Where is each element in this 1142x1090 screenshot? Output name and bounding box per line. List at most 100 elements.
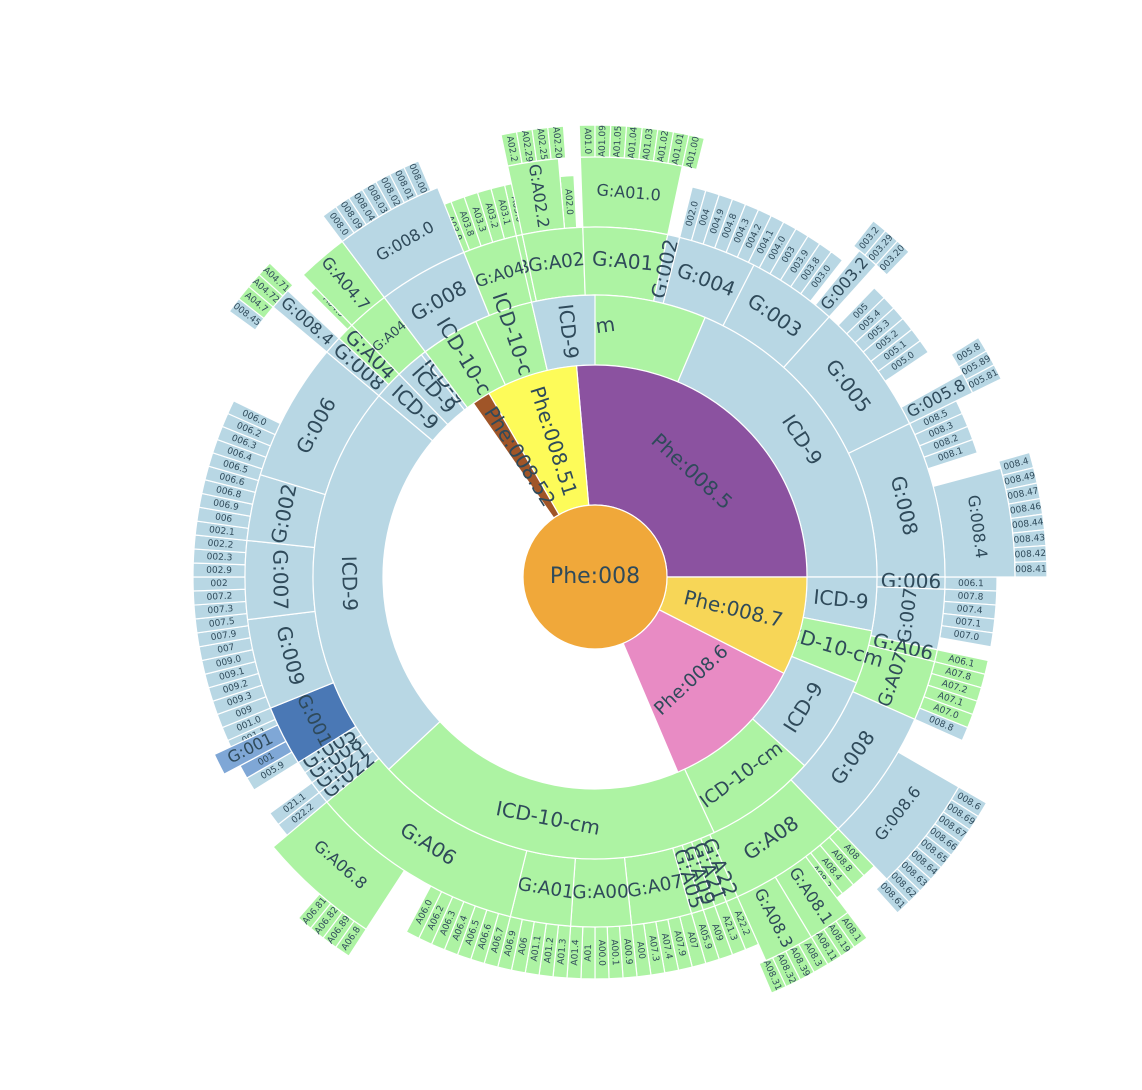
group-segment-g-a08[interactable]: G:A08 xyxy=(708,779,839,898)
code-label-008-44: 008.44 xyxy=(1012,517,1045,531)
code-label-a01-2: A01.2 xyxy=(543,937,556,964)
code-label-008-46: 008.46 xyxy=(1009,502,1042,517)
root-circle[interactable] xyxy=(522,504,668,650)
group-segment-g-007[interactable]: G:007 xyxy=(244,539,316,621)
code-label-002: 002 xyxy=(210,579,227,589)
code-label-006-9: 006.9 xyxy=(212,498,239,513)
phenotype-segment-phe-008-6[interactable]: Phe:008.6 xyxy=(622,608,785,773)
code-label-a02-25: A02.25 xyxy=(534,128,548,161)
code-segment-008-1[interactable]: 008.1 xyxy=(923,438,979,470)
code-segment-a00[interactable]: A00 xyxy=(630,922,652,978)
code-segment-a01-05[interactable]: A01.05 xyxy=(609,124,628,159)
code-label-a01: A01 xyxy=(584,944,594,962)
code-label-002-1: 002.1 xyxy=(208,525,235,538)
code-label-008-41: 008.41 xyxy=(1015,565,1047,576)
code-segment-007[interactable]: 007 xyxy=(198,637,254,662)
code-label-a00-1: A00.1 xyxy=(609,939,620,966)
code-label-002-9: 002.9 xyxy=(206,566,232,576)
code-label-007: 007 xyxy=(217,643,236,656)
code-label-006-1: 006.1 xyxy=(958,579,984,589)
subgroup-segment-g-a01-0[interactable]: G:A01.0 xyxy=(579,156,684,236)
code-label-a06: A06 xyxy=(517,936,530,955)
code-segment-007-3[interactable]: 007.3 xyxy=(193,600,248,620)
code-label-a01-3: A01.3 xyxy=(557,938,569,965)
code-segment-008-47[interactable]: 008.47 xyxy=(1005,482,1041,505)
code-arc-008-61[interactable] xyxy=(875,878,910,914)
phenotype-segment-phe-008-51[interactable]: Phe:008.51 xyxy=(488,365,590,516)
code-label-007-5: 007.5 xyxy=(208,617,235,630)
code-segment-a01-00[interactable]: A01.00 xyxy=(681,134,706,171)
code-segment-002[interactable]: 002 xyxy=(192,576,246,592)
vocab-label-icd-9: ICD-9 xyxy=(812,585,869,614)
code-segment-a02-20[interactable]: A02.20 xyxy=(547,125,567,160)
code-label-008-43: 008.43 xyxy=(1013,533,1045,546)
subgroup-segment-g-008-4[interactable]: G:008.4 xyxy=(932,467,1016,578)
group-segment-g-009[interactable]: G:009 xyxy=(246,610,335,709)
group-segment-g-a04[interactable]: G:A04 xyxy=(351,296,427,375)
code-label-a01-0: A01.0 xyxy=(582,128,592,155)
code-segment-006-6[interactable]: 006.6 xyxy=(204,465,260,494)
root-segment[interactable]: Phe:008 xyxy=(522,504,668,650)
code-label-a01-4: A01.4 xyxy=(570,939,581,966)
code-label-002-2: 002.2 xyxy=(207,539,234,551)
code-label-007-4: 007.4 xyxy=(956,604,983,616)
code-segment-a01-0[interactable]: A01.0 xyxy=(578,124,596,158)
code-label-a01-04: A01.04 xyxy=(627,126,640,159)
code-label-007-1: 007.1 xyxy=(955,617,982,630)
code-label-007-9: 007.9 xyxy=(210,629,237,643)
group-label-g-a00: G:A00 xyxy=(572,881,629,903)
group-segment-g-002[interactable]: G:002 xyxy=(246,473,327,549)
code-label-007-3: 007.3 xyxy=(207,604,234,616)
code-segment-a01-09[interactable]: A01.09 xyxy=(594,124,612,158)
group-segment-g-a04[interactable]: G:A04 xyxy=(463,235,533,317)
code-label-a07-4: A07.4 xyxy=(659,932,674,960)
code-label-004: 004 xyxy=(698,208,713,228)
code-label-a07-3: A07.3 xyxy=(646,935,660,962)
code-segment-a00-9[interactable]: A00.9 xyxy=(618,924,638,979)
vocab-segment-icd-9[interactable]: ICD-9 xyxy=(677,316,878,578)
group-segment-g-a02[interactable]: G:A02 xyxy=(521,226,586,302)
group-segment-g-a01[interactable]: G:A01 xyxy=(509,849,576,927)
code-label-a02-0: A02.0 xyxy=(562,188,574,215)
phenotype-segment-phe-008-5[interactable]: Phe:008.5 xyxy=(575,364,808,578)
code-segment-a00-0[interactable]: A00.0 xyxy=(594,926,610,980)
code-segment-008-43[interactable]: 008.43 xyxy=(1012,529,1047,549)
group-segment-g-001[interactable]: G:001 xyxy=(269,681,357,764)
subgroup-segment-g-a06-8[interactable]: G:A06.8 xyxy=(272,801,406,931)
code-label-a02-20: A02.20 xyxy=(550,126,563,159)
code-segment-008-41[interactable]: 008.41 xyxy=(1014,560,1048,578)
group-label-g-a01: G:A01 xyxy=(591,246,654,275)
code-arc-003-20[interactable] xyxy=(875,240,910,276)
code-label-a01-09: A01.09 xyxy=(598,125,609,157)
code-arc-a01-00[interactable] xyxy=(681,134,706,171)
group-segment-g-a01[interactable]: G:A01 xyxy=(582,226,669,302)
code-segment-009-0[interactable]: 009.0 xyxy=(201,649,257,675)
code-label-a01-02: A01.02 xyxy=(656,130,671,163)
code-label-a00: A00 xyxy=(634,941,646,960)
code-label-a00-0: A00.0 xyxy=(596,940,606,967)
code-label-a01-05: A01.05 xyxy=(612,125,624,157)
vocab-label-icd-9: ICD-9 xyxy=(337,556,362,612)
code-label-007-2: 007.2 xyxy=(206,592,232,603)
phenotype-segment-phe-008-7[interactable]: Phe:008.7 xyxy=(658,576,808,675)
group-segment-g-a00[interactable]: G:A00 xyxy=(569,856,633,928)
code-label-008-42: 008.42 xyxy=(1014,549,1046,561)
group-segment-g-004[interactable]: G:004 xyxy=(662,236,755,327)
code-segment-a02-2[interactable]: A02.2 xyxy=(500,131,523,167)
code-segment-a01-04[interactable]: A01.04 xyxy=(623,125,643,160)
code-label-a01-03: A01.03 xyxy=(642,128,656,161)
code-segment-008-42[interactable]: 008.42 xyxy=(1013,544,1048,563)
subgroup-segment-g-a02-2[interactable]: G:A02.2 xyxy=(506,157,566,236)
code-label-007-8: 007.8 xyxy=(957,592,984,603)
subgroup-segment-g-008-6[interactable]: G:008.6 xyxy=(837,751,960,880)
group-label-g-007: G:007 xyxy=(268,549,293,610)
code-segment-a01-03[interactable]: A01.03 xyxy=(638,126,659,162)
code-label-a00-9: A00.9 xyxy=(621,938,633,965)
vocab-segment-icd-9[interactable]: ICD-9 xyxy=(530,294,596,372)
vocab-segment-icd-9[interactable]: ICD-9 xyxy=(312,394,441,771)
code-label-007-0: 007.0 xyxy=(953,629,980,643)
code-label-a07: A07 xyxy=(685,931,699,951)
subgroup-segment-g-008-0[interactable]: G:008.0 xyxy=(341,186,465,299)
